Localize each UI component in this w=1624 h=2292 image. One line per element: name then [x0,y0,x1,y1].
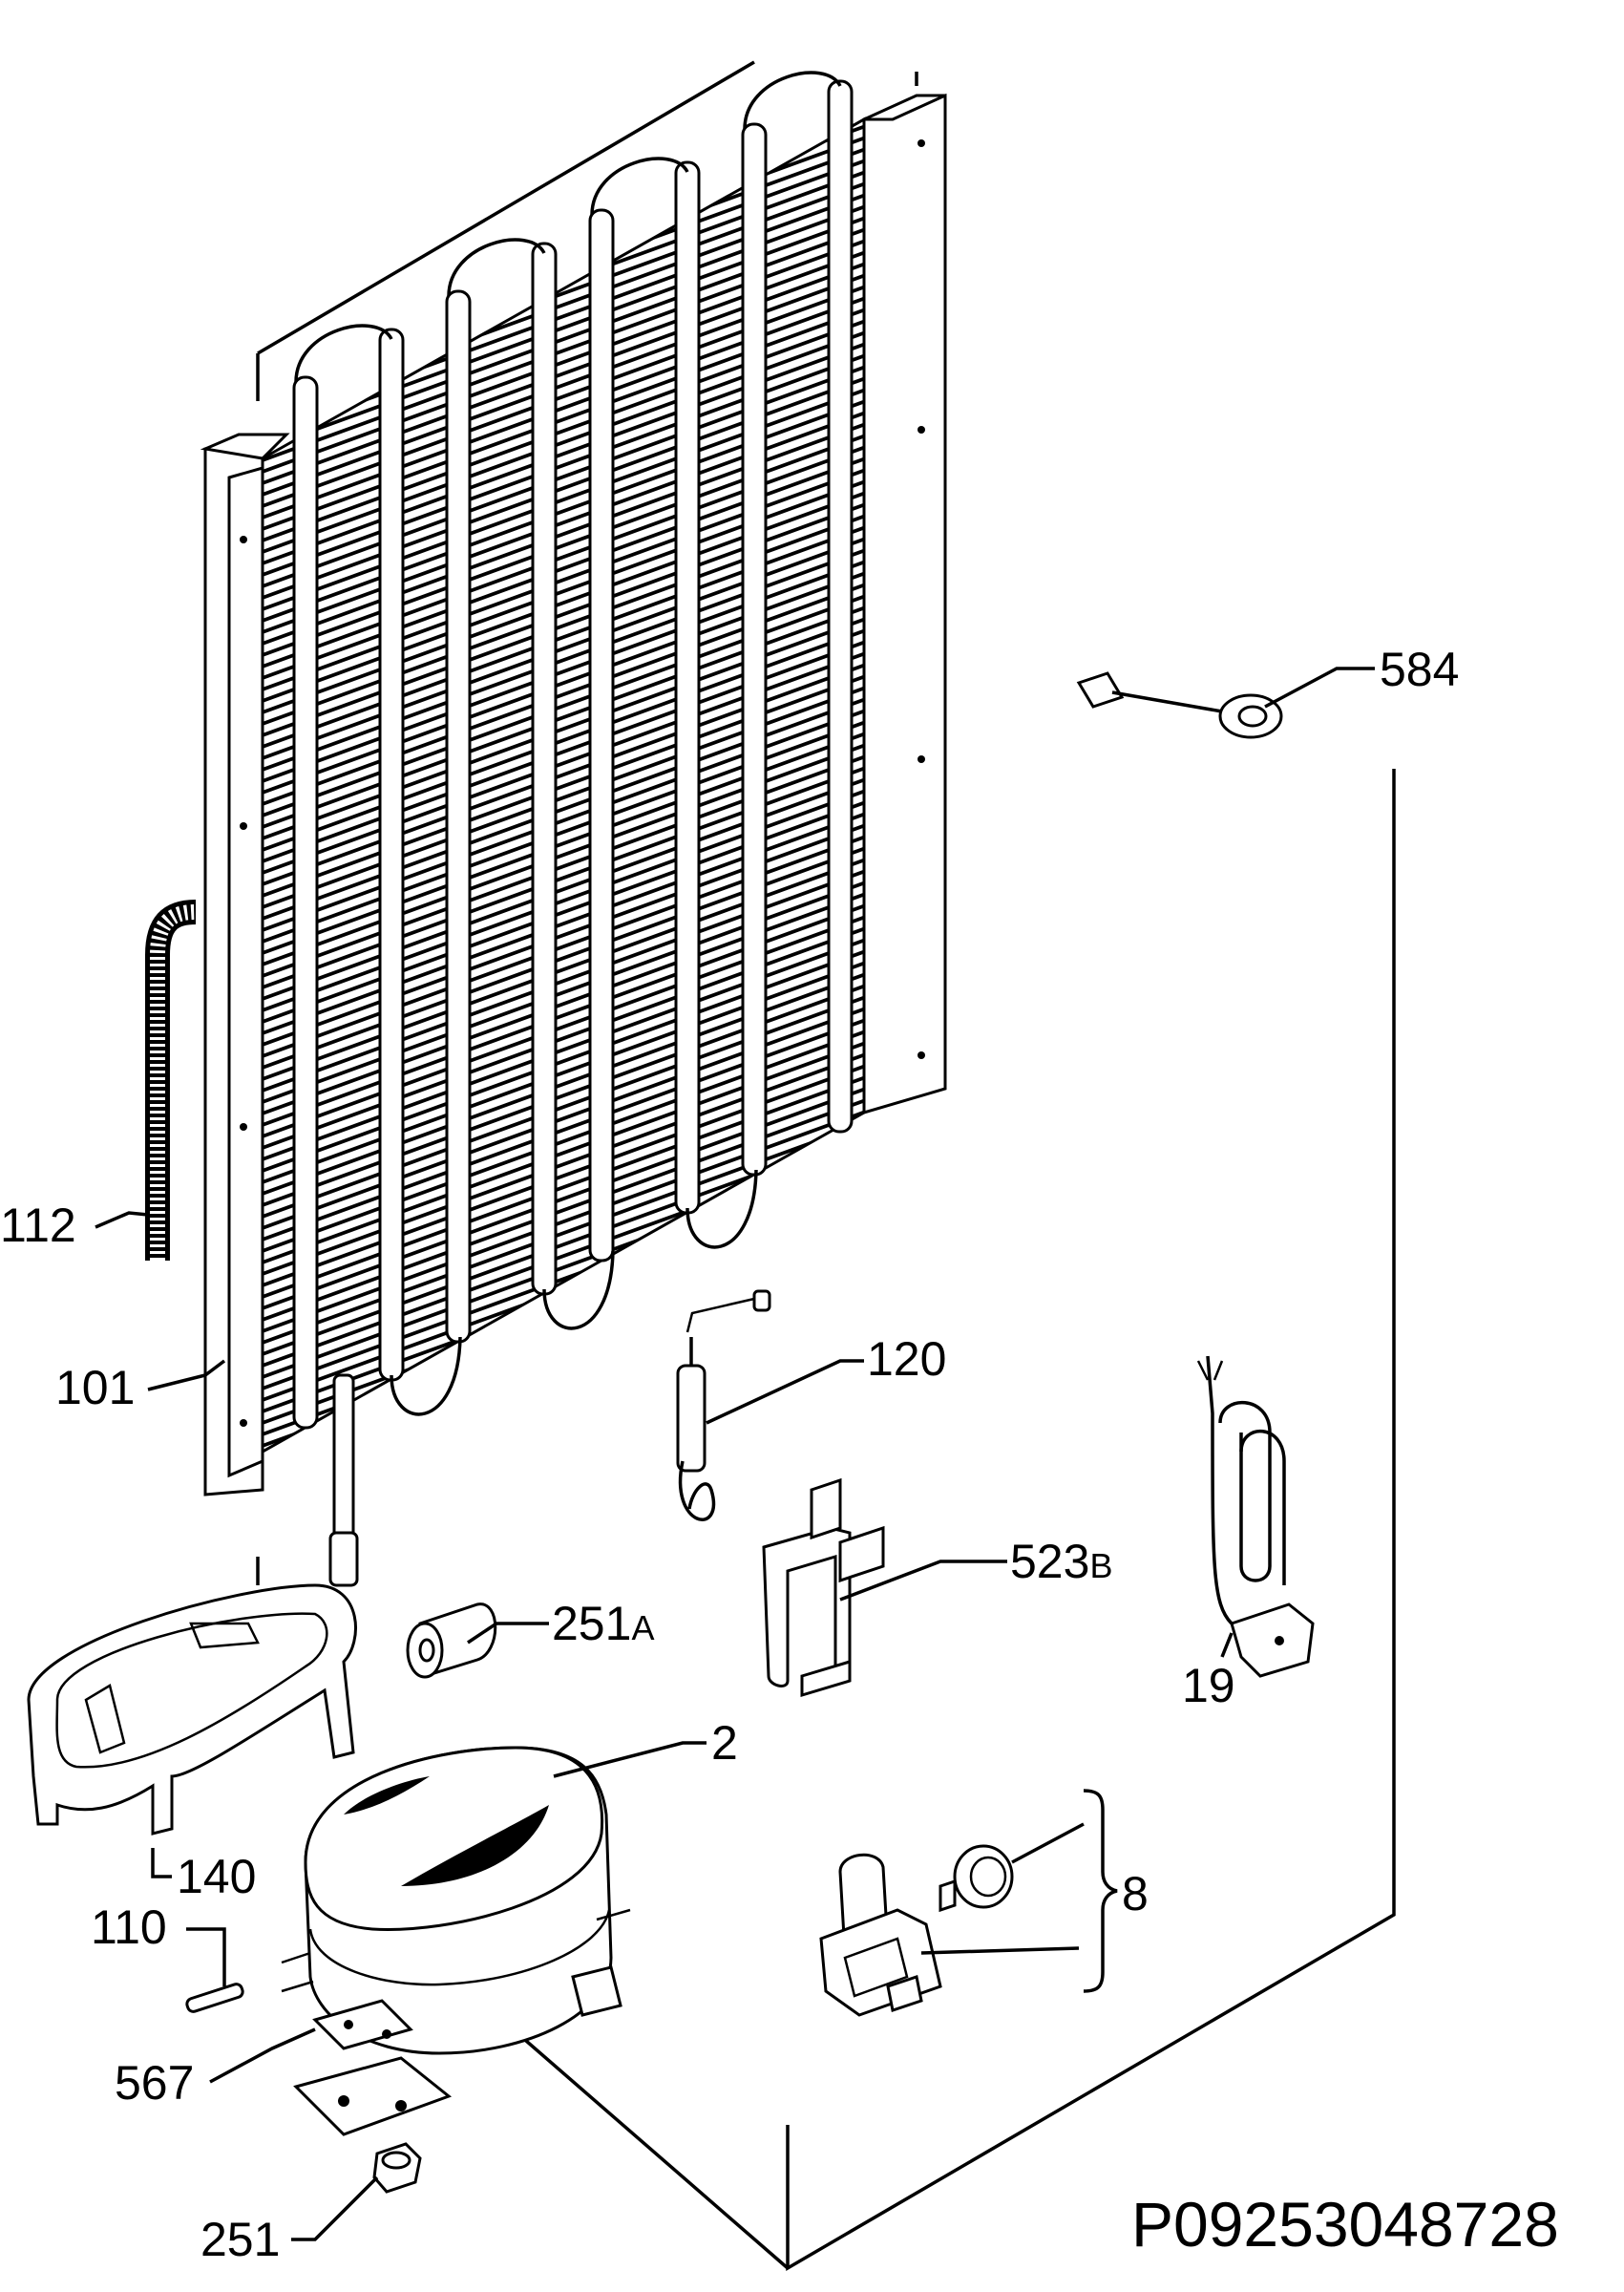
cabinet-outline [256,60,1396,2272]
compressor-2 [281,1746,631,2136]
callout-labels: 584 112 101 120 523B 251A 19 2 140 8 110 [0,643,1559,2266]
callout-523b: 523B [1010,1535,1112,1588]
callout-2: 2 [711,1716,738,1770]
callout-110: 110 [91,1900,167,1954]
nut-251 [372,2142,422,2194]
condenser [200,71,947,1587]
callout-251a: 251A [552,1597,654,1650]
callout-251: 251 [200,2213,280,2266]
callout-584: 584 [1380,643,1459,696]
grommet-251a [406,1602,497,1679]
leader-lines [95,667,1375,2241]
sensor-584 [1076,671,1283,739]
pin-110 [185,1983,244,2013]
capillary-120 [676,1289,771,1521]
compressor-tray-140 [27,1583,357,1836]
callout-140: 140 [177,1850,256,1903]
diagram-code: P09253048728 [1131,2189,1559,2260]
callout-19: 19 [1182,1659,1235,1712]
callout-8: 8 [1122,1867,1149,1921]
callout-120: 120 [867,1332,946,1386]
relay-8 [819,1844,1014,2017]
bracket-523b [762,1477,885,1698]
drain-hose [145,900,197,1261]
power-cable-19 [1196,1355,1315,1678]
callout-112: 112 [0,1199,76,1252]
callout-101: 101 [55,1361,135,1414]
callout-567: 567 [115,2056,194,2110]
